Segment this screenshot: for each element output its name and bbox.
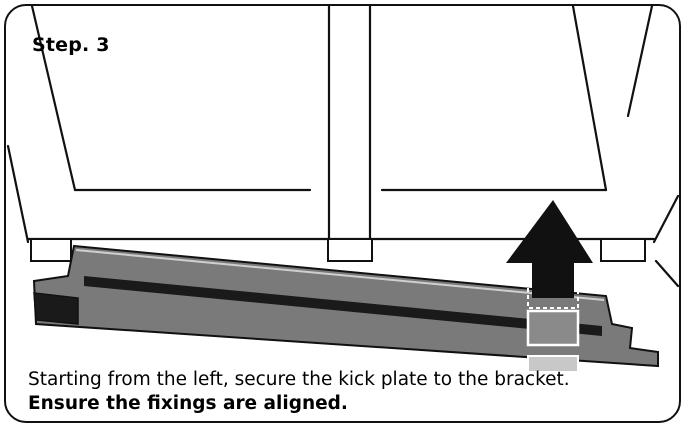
instruction-line: Starting from the left, secure the kick … (28, 369, 570, 390)
instruction-emphasis: Ensure the fixings are aligned. (28, 393, 348, 414)
bracket-left (30, 238, 72, 262)
assembly-illustration (6, 6, 679, 373)
instruction-text: Starting from the left, secure the kick … (28, 368, 678, 416)
bracket-center (327, 238, 373, 262)
fixing-marker-middle (526, 309, 580, 347)
kick-plate (32, 244, 659, 368)
up-arrow-icon (506, 200, 593, 298)
step-label: Step. 3 (32, 34, 110, 56)
fixing-marker-lower (527, 355, 579, 373)
instruction-panel: Step. 3 Starting from the left, secure t… (4, 4, 681, 423)
fixing-markers (526, 283, 580, 373)
bracket-blocks (30, 238, 646, 262)
bracket-right (600, 238, 646, 262)
